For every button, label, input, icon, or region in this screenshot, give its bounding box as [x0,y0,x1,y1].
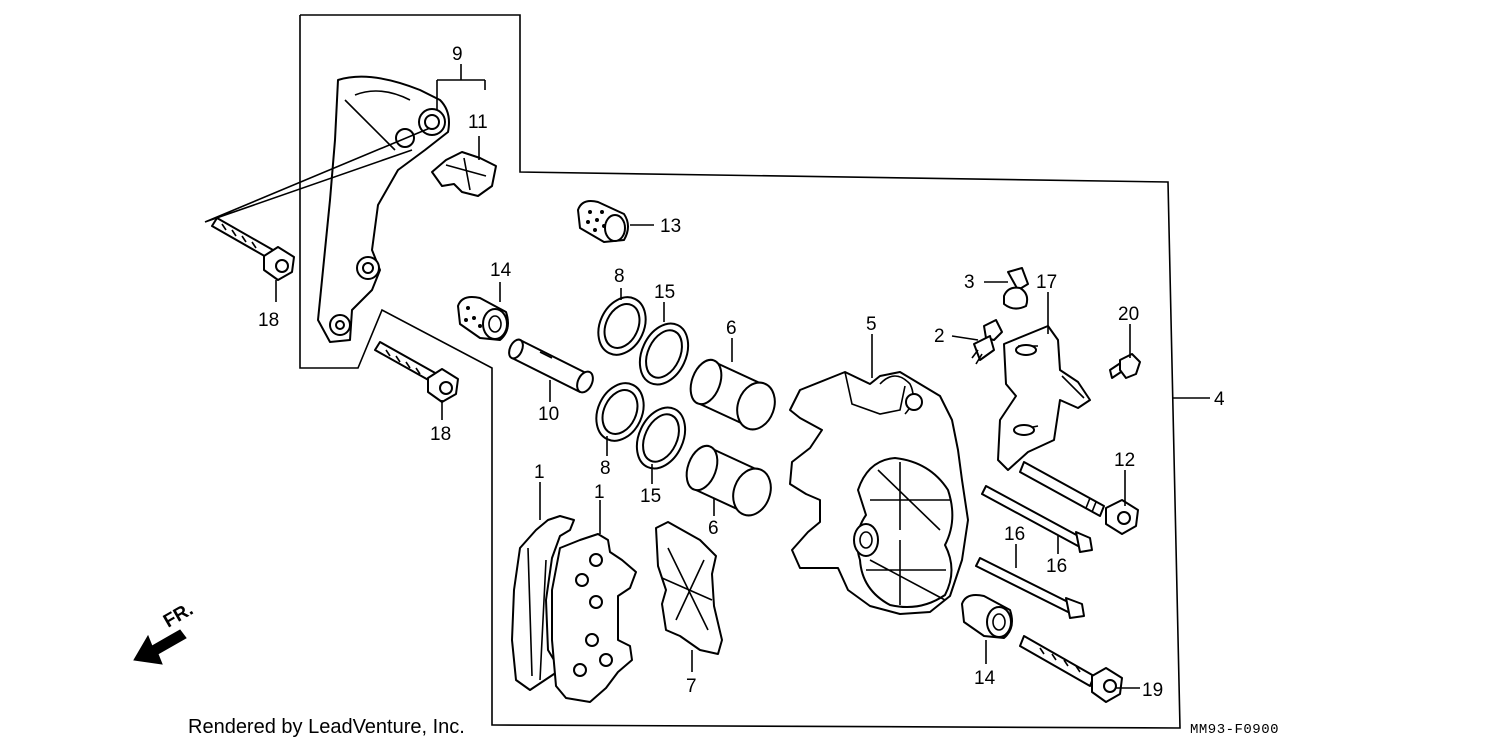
bleeder-screw[interactable] [971,319,1003,365]
callout-10: 10 [538,404,559,425]
callout-19: 19 [1142,680,1163,701]
callout-7: 7 [686,676,697,697]
pad-spring[interactable] [655,521,723,655]
dust-seal-15-upper[interactable] [631,316,698,393]
front-marker-label: FR. [160,599,197,632]
callout-16-upper: 16 [1004,524,1025,545]
callout-8-lower: 8 [600,458,611,479]
bleeder-cap[interactable] [1003,267,1029,310]
caliper-bracket[interactable] [317,75,450,343]
piston-seal-8-lower[interactable] [587,376,652,449]
callout-16-lower: 16 [1046,556,1067,577]
callout-2: 2 [934,326,945,347]
callout-13: 13 [660,216,681,237]
dust-seal-15-lower[interactable] [628,400,695,477]
mounting-bolt-lower[interactable] [374,341,459,403]
pad-pin-upper[interactable] [981,485,1093,553]
piston-lower[interactable] [681,442,777,521]
brake-pad-outer[interactable] [511,515,575,691]
bracket-assembly-box [299,14,1181,729]
callout-8-upper: 8 [614,266,625,287]
callout-14-upper: 14 [490,260,512,281]
callout-5: 5 [866,314,877,335]
leader-bracket-bolt [204,127,431,223]
callout-12: 12 [1114,450,1135,471]
callout-18-lower: 18 [430,424,451,445]
slide-pin[interactable] [506,337,596,395]
callout-1-inner: 1 [594,482,605,503]
callout-4: 4 [1214,389,1225,410]
caliper-body[interactable] [789,371,969,615]
callout-9: 9 [452,44,463,65]
dust-boot-14-lower[interactable] [961,594,1013,639]
callout-15-upper: 15 [654,282,675,303]
caliper-bolt-19[interactable] [1019,635,1123,703]
callout-17: 17 [1036,272,1057,293]
front-arrow-icon [133,629,187,665]
caliper-bolt-12[interactable] [1019,461,1139,535]
credit-text: Rendered by LeadVenture, Inc. [188,716,465,738]
callout-6-upper: 6 [726,318,737,339]
dust-boot-13[interactable] [577,200,629,243]
dust-boot-14-upper[interactable] [457,296,509,341]
callout-15-lower: 15 [640,486,661,507]
leader-lines [275,64,1210,689]
pad-shim-plate[interactable] [997,325,1091,471]
piston-upper[interactable] [685,356,781,435]
pad-pin-lower[interactable] [975,557,1085,619]
pad-retainer[interactable] [431,151,497,197]
callout-14-lower: 14 [974,668,996,689]
brake-pad-inner[interactable] [551,533,637,703]
mounting-bolt-upper[interactable] [211,217,295,281]
callout-11: 11 [468,112,488,133]
callout-6-lower: 6 [708,518,719,539]
piston-seal-8-upper[interactable] [589,290,654,363]
callout-20: 20 [1118,304,1139,325]
callout-18-upper: 18 [258,310,279,331]
front-direction-marker: FR. [133,599,197,665]
callout-1-outer: 1 [534,462,545,483]
small-screw[interactable] [1109,353,1141,379]
callout-3: 3 [964,272,975,293]
diagram-code: MM93-F0900 [1190,722,1280,738]
